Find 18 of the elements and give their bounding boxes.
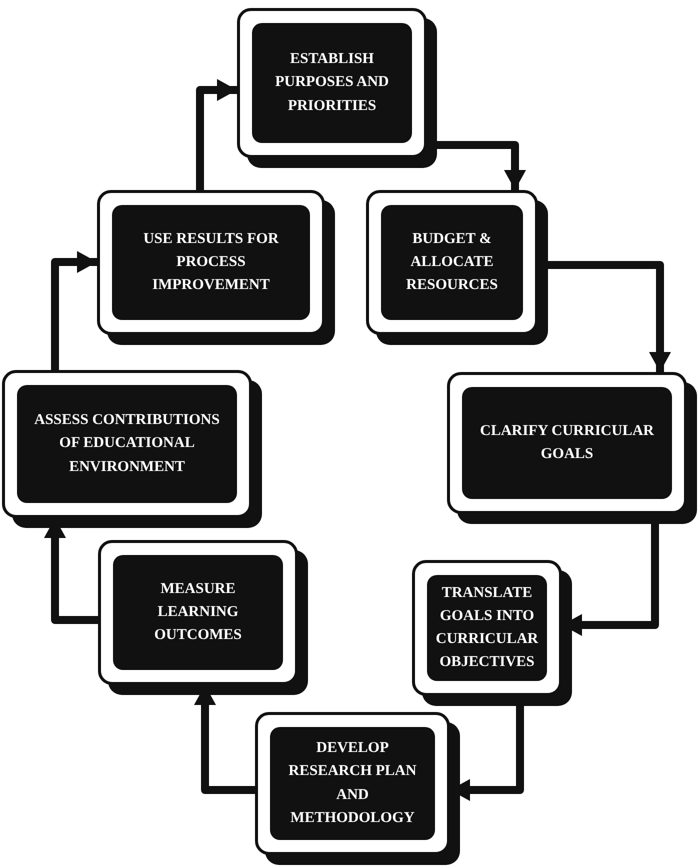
step-label: USE RESULTS FOR PROCESS IMPROVEMENT — [112, 205, 310, 320]
step-label: BUDGET & ALLOCATE RESOURCES — [381, 205, 523, 320]
step-label: CLARIFY CURRICULAR GOALS — [462, 387, 672, 499]
step-label: DEVELOP RESEARCH PLAN AND METHODOLOGY — [270, 727, 435, 840]
process-box — [366, 190, 538, 335]
arrow — [51, 251, 97, 370]
process-box — [2, 370, 252, 518]
process-box — [412, 560, 562, 696]
step-label: TRANSLATE GOALS INTO CURRICULAR OBJECTIVES — [427, 575, 547, 681]
process-box — [447, 372, 687, 514]
process-box — [97, 190, 325, 335]
step-label: ASSESS CONTRIBUTIONS OF EDUCATIONAL ENVIRONMENT — [17, 385, 237, 503]
process-box — [98, 540, 298, 685]
step-label: ESTABLISH PURPOSES AND PRIORITIES — [252, 23, 412, 143]
process-box — [237, 8, 427, 158]
arrow — [196, 79, 237, 190]
step-label: MEASURE LEARNING OUTCOMES — [113, 555, 283, 670]
process-box — [255, 712, 450, 855]
